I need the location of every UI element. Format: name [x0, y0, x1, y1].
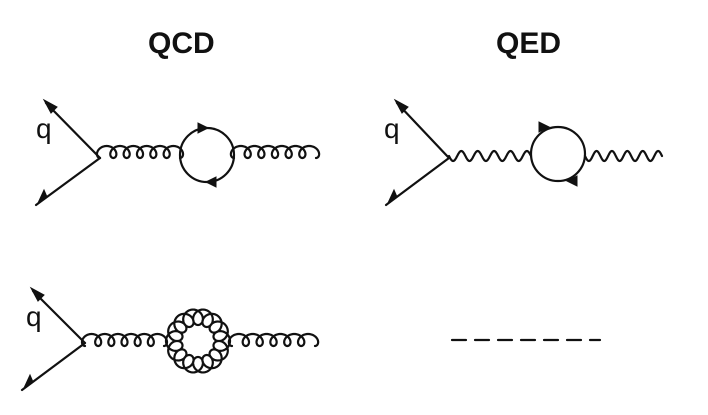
- fermion-loop-arrow-top: [538, 121, 551, 133]
- outgoing-fermion-arrow: [393, 98, 409, 114]
- incoming-fermion-arrow: [386, 188, 398, 205]
- gluon-propagator-left-2: [80, 332, 169, 348]
- qed-column-title: QED: [496, 27, 562, 60]
- quark-loop-arrow-top: [197, 122, 210, 134]
- outgoing-quark-arrow-2: [29, 286, 45, 302]
- outgoing-quark-arrow: [42, 98, 58, 114]
- quark-label-qed-top: q: [384, 113, 400, 144]
- outgoing-quark-line: [44, 101, 102, 160]
- gluon-propagator-right: [229, 144, 321, 160]
- qed-fermion-loop-diagram: [384, 98, 664, 207]
- gluon-propagator-left: [95, 144, 185, 160]
- gluon-loop: [164, 308, 232, 374]
- quark-loop-arrow-bottom: [204, 176, 217, 188]
- photon-propagator-right: [583, 149, 664, 163]
- photon-propagator-left: [447, 149, 533, 163]
- outgoing-quark-line-2: [31, 289, 87, 345]
- fermion-loop-arrow-bottom: [565, 175, 578, 187]
- fermion-loop: [529, 125, 587, 183]
- qcd-column-title: QCD: [148, 27, 215, 60]
- qcd-quark-loop-diagram: [34, 98, 321, 207]
- outgoing-fermion-line: [395, 101, 451, 160]
- gluon-propagator-right-2: [227, 332, 320, 348]
- quark-label-qcd-bottom: q: [26, 301, 42, 332]
- incoming-quark-arrow: [36, 188, 48, 205]
- quark-label-qcd-top: q: [36, 113, 52, 144]
- qcd-gluon-loop-diagram: [20, 286, 320, 392]
- incoming-quark-arrow-2: [22, 373, 34, 390]
- quark-loop: [178, 126, 236, 184]
